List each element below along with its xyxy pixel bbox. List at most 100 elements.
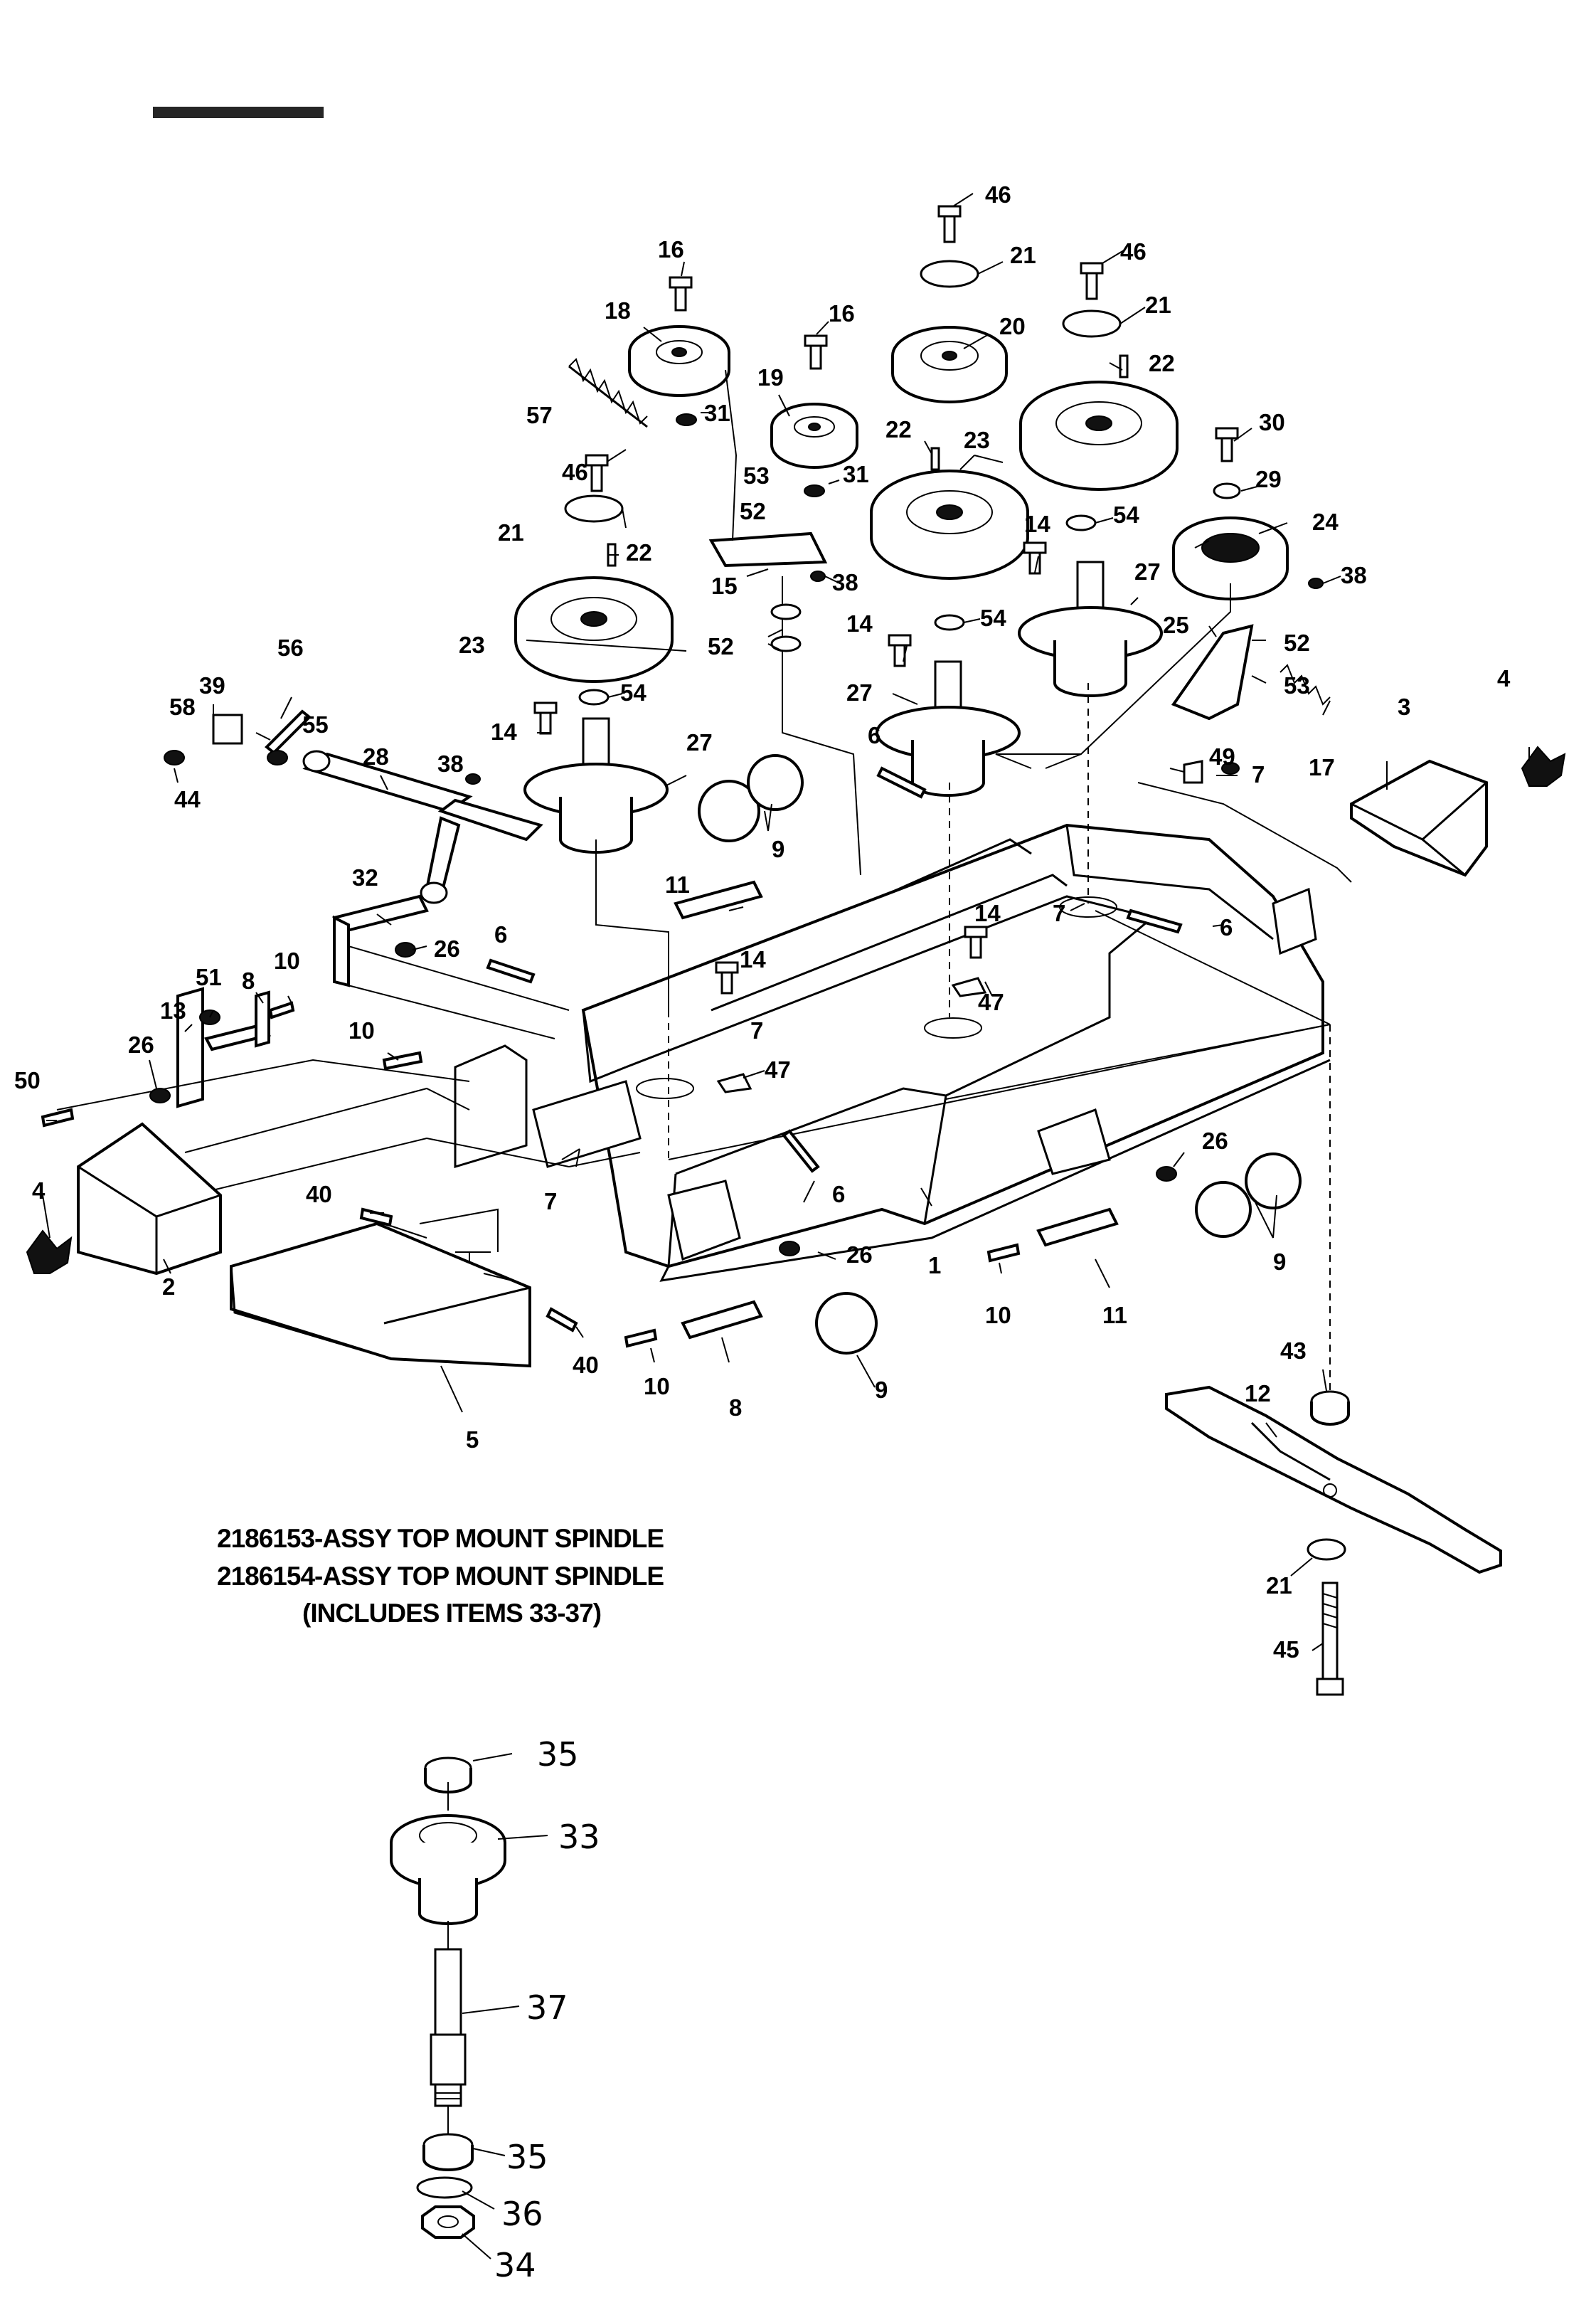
callout-39: 39 bbox=[199, 672, 225, 699]
idler-pulley-19 bbox=[770, 403, 858, 469]
callout-57: 57 bbox=[526, 402, 553, 428]
callout-9: 9 bbox=[875, 1377, 888, 1403]
callout-23: 23 bbox=[964, 427, 990, 453]
callout-32: 32 bbox=[352, 864, 378, 891]
callout-40: 40 bbox=[306, 1181, 332, 1207]
callout-35: 35 bbox=[506, 2138, 548, 2176]
callout-14: 14 bbox=[740, 946, 766, 973]
callout-45: 45 bbox=[1273, 1636, 1299, 1663]
callout-54: 54 bbox=[620, 679, 647, 706]
callout-27: 27 bbox=[1134, 558, 1161, 585]
pulley-23-left bbox=[514, 576, 674, 683]
callout-1: 1 bbox=[928, 1252, 941, 1278]
idler-pulley-24 bbox=[1172, 516, 1289, 600]
callout-46: 46 bbox=[985, 181, 1011, 208]
callout-34: 34 bbox=[494, 2246, 536, 2284]
callout-37: 37 bbox=[526, 1988, 568, 2027]
callout-46: 46 bbox=[562, 459, 588, 485]
callout-10: 10 bbox=[274, 948, 300, 974]
callout-6: 6 bbox=[1220, 914, 1233, 940]
lift-arm-28 bbox=[302, 750, 543, 904]
callout-22: 22 bbox=[1149, 350, 1175, 376]
spring-17 bbox=[1280, 664, 1331, 706]
bolt-45 bbox=[1316, 1581, 1344, 1696]
callout-4: 4 bbox=[1497, 665, 1511, 692]
leader-lines bbox=[42, 193, 1530, 2259]
callout-21: 21 bbox=[1266, 1572, 1292, 1599]
lift-arm-32 bbox=[332, 894, 429, 987]
callout-52: 52 bbox=[740, 498, 766, 524]
caption-line-1: 2186153-ASSY TOP MOUNT SPINDLE bbox=[217, 1524, 664, 1553]
callout-40: 40 bbox=[573, 1352, 599, 1378]
callout-15: 15 bbox=[711, 573, 738, 599]
spindle-housing-27-right bbox=[1018, 561, 1163, 697]
callout-54: 54 bbox=[1113, 502, 1139, 528]
deck-brackets bbox=[454, 887, 1317, 1261]
caption-line-2: 2186154-ASSY TOP MOUNT SPINDLE bbox=[217, 1562, 664, 1591]
callout-30: 30 bbox=[1259, 409, 1285, 435]
spindle-housing-27-left bbox=[523, 717, 669, 854]
spindle-subassembly bbox=[390, 1756, 506, 2239]
callout-24: 24 bbox=[1312, 509, 1339, 535]
callout-14: 14 bbox=[1024, 511, 1050, 537]
bracket-13 bbox=[176, 987, 204, 1108]
callout-21: 21 bbox=[1010, 242, 1036, 268]
callout-9: 9 bbox=[772, 836, 784, 862]
callout-22: 22 bbox=[626, 539, 652, 566]
callout-53: 53 bbox=[1284, 672, 1310, 699]
callout-9: 9 bbox=[1273, 1249, 1286, 1275]
callout-38: 38 bbox=[832, 569, 858, 595]
callout-38: 38 bbox=[437, 751, 464, 777]
callout-51: 51 bbox=[196, 964, 222, 990]
callout-52: 52 bbox=[708, 633, 734, 659]
callout-6: 6 bbox=[494, 921, 507, 948]
callout-49: 49 bbox=[1209, 743, 1235, 770]
callout-20: 20 bbox=[999, 313, 1026, 339]
pin-8-left-upright bbox=[255, 990, 270, 1048]
callout-35: 35 bbox=[537, 1735, 579, 1774]
callout-16: 16 bbox=[658, 236, 684, 263]
subassembly-labels: 35 33 37 35 36 34 bbox=[494, 1735, 600, 2284]
pulley-23-center bbox=[870, 470, 1029, 580]
callout-58: 58 bbox=[169, 694, 196, 720]
callout-47: 47 bbox=[978, 989, 1004, 1015]
header-fragment bbox=[153, 107, 324, 118]
callout-22: 22 bbox=[885, 416, 912, 443]
callout-50: 50 bbox=[14, 1067, 41, 1093]
callout-29: 29 bbox=[1255, 466, 1282, 492]
idler-arm-15 bbox=[708, 531, 828, 568]
caption-line-3: (INCLUDES ITEMS 33-37) bbox=[302, 1599, 601, 1628]
callout-10: 10 bbox=[349, 1017, 375, 1044]
callout-54: 54 bbox=[980, 605, 1006, 631]
callout-6: 6 bbox=[832, 1181, 845, 1207]
callout-4: 4 bbox=[32, 1177, 46, 1204]
mower-deck-housing bbox=[581, 823, 1331, 1282]
callout-17: 17 bbox=[1309, 754, 1335, 780]
callout-33: 33 bbox=[558, 1818, 600, 1856]
callout-18: 18 bbox=[605, 297, 631, 324]
callout-8: 8 bbox=[242, 968, 255, 994]
callout-27: 27 bbox=[846, 679, 873, 706]
spring-57 bbox=[568, 358, 648, 428]
callout-11: 11 bbox=[665, 871, 690, 898]
callout-21: 21 bbox=[498, 519, 524, 546]
spindle-housing-27-center bbox=[876, 660, 1021, 797]
spacer-43 bbox=[1310, 1390, 1350, 1426]
callout-53: 53 bbox=[743, 462, 770, 489]
callout-7: 7 bbox=[1053, 900, 1065, 926]
mower-blade-12 bbox=[1165, 1385, 1502, 1574]
callout-26: 26 bbox=[128, 1032, 154, 1058]
callout-11: 11 bbox=[1102, 1302, 1127, 1328]
callout-43: 43 bbox=[1280, 1337, 1307, 1364]
callout-7: 7 bbox=[544, 1188, 557, 1214]
callout-31: 31 bbox=[704, 400, 730, 426]
discharge-chute-5 bbox=[230, 1222, 531, 1368]
callout-26: 26 bbox=[1202, 1128, 1228, 1154]
callout-44: 44 bbox=[174, 786, 201, 812]
callout-5: 5 bbox=[466, 1426, 479, 1453]
caster-wheels-9 bbox=[698, 754, 1302, 1355]
callout-6: 6 bbox=[868, 722, 881, 748]
callout-labels: 46 46 46 16 16 21 21 21 21 18 19 20 22 2… bbox=[14, 181, 1511, 1663]
callout-14: 14 bbox=[491, 719, 517, 745]
callout-7: 7 bbox=[750, 1017, 763, 1044]
